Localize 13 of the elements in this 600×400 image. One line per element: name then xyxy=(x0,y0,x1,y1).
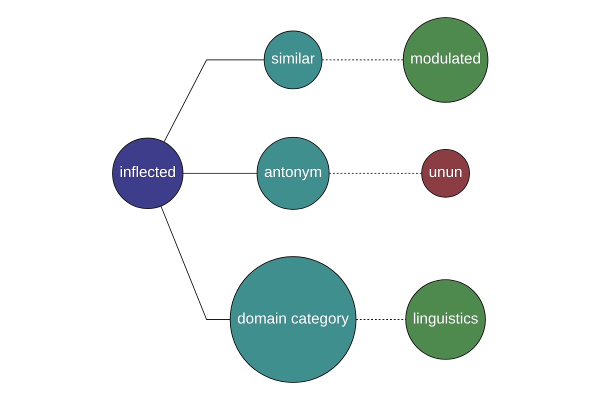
node-circle: modulated xyxy=(402,17,488,103)
connector xyxy=(355,319,406,320)
connector xyxy=(321,59,404,60)
node-circle: inflected xyxy=(112,138,184,210)
node-circle: unun xyxy=(420,148,470,198)
node-circle: domain category xyxy=(229,256,356,383)
connector xyxy=(160,206,230,320)
connector xyxy=(328,172,422,174)
node-circle: linguistics xyxy=(405,279,486,360)
connector xyxy=(163,59,264,143)
node-circle: similar xyxy=(263,30,322,90)
connector xyxy=(182,172,258,174)
node-circle: antonym xyxy=(256,136,330,210)
